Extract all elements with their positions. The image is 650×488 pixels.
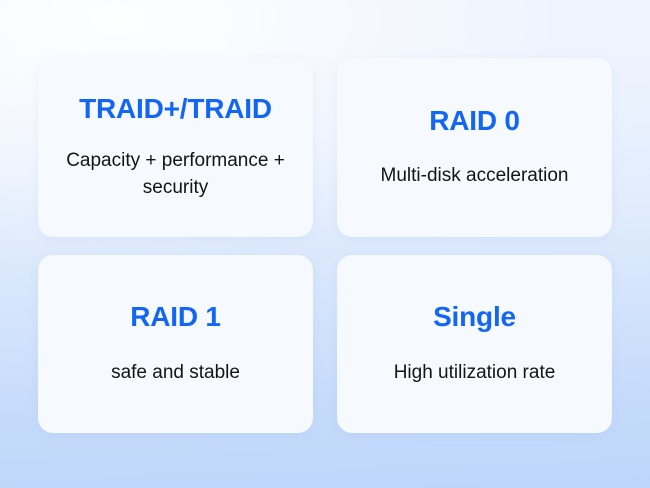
raid-card-raid1[interactable]: RAID 1 safe and stable [38,255,313,433]
raid-card-single[interactable]: Single High utilization rate [337,255,612,433]
raid-card-title: Single [433,301,516,333]
raid-card-traid[interactable]: TRAID+/TRAID Capacity + performance + se… [38,58,313,237]
raid-card-title: RAID 0 [429,105,520,137]
raid-card-description: Capacity + performance + security [66,149,285,198]
raid-card-description: Multi-disk acceleration [380,164,569,186]
raid-mode-card-grid: TRAID+/TRAID Capacity + performance + se… [38,58,612,433]
raid-card-raid0[interactable]: RAID 0 Multi-disk acceleration [337,58,612,237]
raid-card-description: safe and stable [111,361,240,383]
raid-card-title: RAID 1 [130,301,221,333]
raid-card-description: High utilization rate [393,361,556,383]
raid-card-title: TRAID+/TRAID [79,93,272,125]
